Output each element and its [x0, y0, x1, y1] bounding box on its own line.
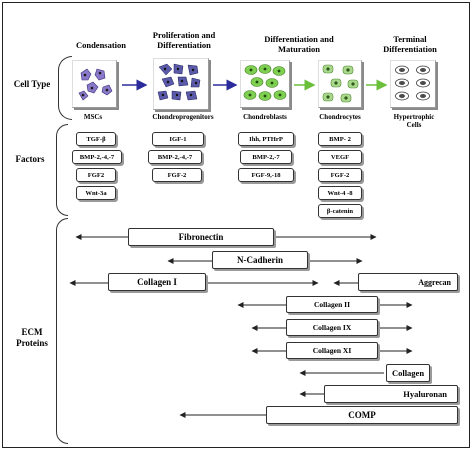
- cell-image-chondroblasts: [240, 60, 290, 108]
- ecm-fibronectin: Fibronectin: [128, 228, 274, 246]
- hypertrophic-cells-icon: [395, 65, 430, 101]
- cell-label-chondroblasts: Chondroblasts: [243, 113, 287, 121]
- factor-chondrocyte-vegf: VEGF: [318, 150, 362, 164]
- factor-chondrocyte-catenin: β-catenin: [318, 204, 362, 218]
- factor-chondrocyte-bmp: BMP- 2: [318, 132, 362, 146]
- stage-terminal: Terminal Differentiation: [383, 34, 437, 54]
- cell-label-chondrocytes: Chondrocytes: [319, 113, 361, 121]
- factor-progenitor-fgf: FGF-2: [152, 168, 202, 182]
- factor-chondroblast-fgf: FGF-9,-18: [238, 168, 294, 182]
- ecm-hyaluronan: Hyaluronan: [324, 385, 458, 403]
- ecm-collagen-i: Collagen I: [108, 273, 206, 291]
- row-label-ecm-proteins: ECM Proteins: [16, 327, 48, 348]
- msc-cells-icon: [78, 68, 113, 101]
- factor-msc-wnt: Wnt-3a: [76, 186, 116, 200]
- cell-image-chondroprogenitors: [153, 58, 209, 110]
- cell-image-hypertrophic: [390, 60, 436, 108]
- factor-progenitor-igf: IGF-1: [152, 132, 204, 146]
- ecm-aggrecan: Aggrecan: [358, 273, 458, 291]
- factor-chondrocyte-fgf: FGF-2: [318, 168, 362, 182]
- cell-label-hypertrophic: Hypertrophic Cells: [393, 113, 435, 129]
- stage-differentiation: Differentiation and Maturation: [264, 34, 334, 54]
- stage-condensation: Condensation: [75, 40, 127, 50]
- cell-image-chondrocytes: [318, 60, 362, 108]
- cell-label-chondroprogenitors: Chondroprogenitors: [152, 113, 214, 121]
- ecm-collagen-ix: Collagen IX: [286, 319, 378, 336]
- ecm-comp: COMP: [266, 406, 458, 424]
- ecm-collagen-xi: Collagen XI: [286, 342, 378, 359]
- stage-proliferation: Proliferation and Differentiation: [152, 30, 216, 50]
- factor-msc-bmp: BMP-2,-4,-7: [72, 150, 122, 164]
- chondroprogenitor-cells-icon: [157, 63, 201, 101]
- ecm-collagen: Collagen: [386, 364, 430, 382]
- row-label-cell-type: Cell Type: [13, 79, 51, 89]
- ecm-n-cadherin: N-Cadherin: [212, 251, 308, 269]
- chondrocyte-cells-icon: [322, 64, 359, 103]
- diagram-frame: [2, 2, 470, 448]
- factor-chondrocyte-wnt: Wnt-4 -8: [318, 186, 362, 200]
- factor-progenitor-bmp: BMP-2,-4,-7: [148, 150, 202, 164]
- factor-msc-fgf2: FGF2: [76, 168, 116, 182]
- cell-image-mscs: [72, 60, 117, 108]
- factor-msc-tgf-beta: TGF-β: [76, 132, 116, 146]
- chondroblast-cells-icon: [243, 64, 287, 101]
- factor-chondroblast-bmp: BMP-2,-7: [240, 150, 292, 164]
- cell-label-mscs: MSCs: [83, 113, 103, 121]
- factor-chondroblast-ihh: Ihh, PTHrP: [238, 132, 294, 146]
- row-label-factors: Factors: [15, 154, 45, 164]
- ecm-collagen-ii: Collagen II: [286, 296, 378, 313]
